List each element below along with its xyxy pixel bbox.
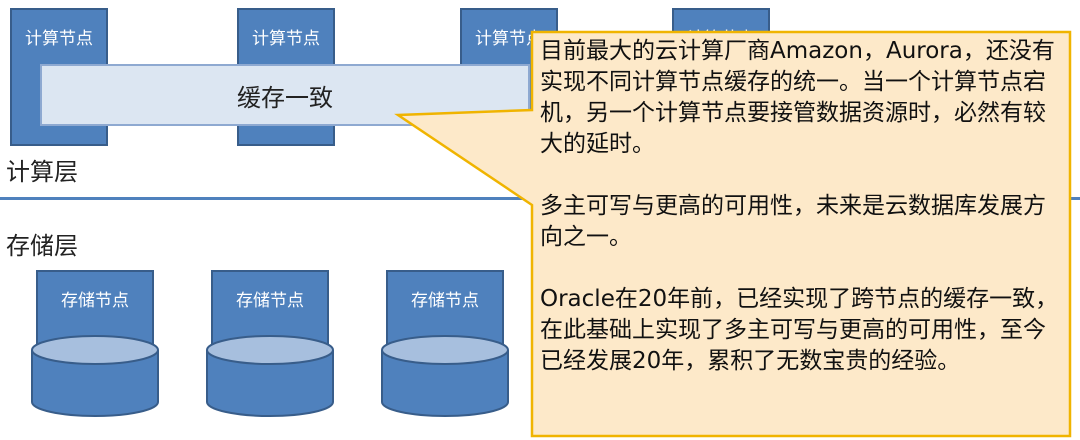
- storage-node-3: 存储节点: [380, 270, 510, 425]
- cache-consistency-label: 缓存一致: [237, 83, 333, 112]
- callout-paragraph-1: 目前最大的云计算厂商Amazon，Aurora，还没有实现不同计算节点缓存的统一…: [540, 38, 1055, 157]
- callout-paragraph-3: Oracle在20年前，已经实现了跨节点的缓存一致，在此基础上实现了多主可写与更…: [540, 286, 1059, 374]
- storage-layer-label: 存储层: [6, 232, 78, 260]
- storage-cylinder-icon: [31, 335, 159, 417]
- storage-node-2: 存储节点: [205, 270, 335, 425]
- storage-cylinder-icon: [206, 335, 334, 417]
- callout-paragraph-2: 多主可写与更高的可用性，未来是云数据库发展方向之一。: [540, 193, 1046, 250]
- storage-node-1: 存储节点: [30, 270, 160, 425]
- compute-layer-label: 计算层: [6, 158, 78, 186]
- storage-cylinder-icon: [381, 335, 509, 417]
- callout-text: 目前最大的云计算厂商Amazon，Aurora，还没有实现不同计算节点缓存的统一…: [540, 36, 1066, 377]
